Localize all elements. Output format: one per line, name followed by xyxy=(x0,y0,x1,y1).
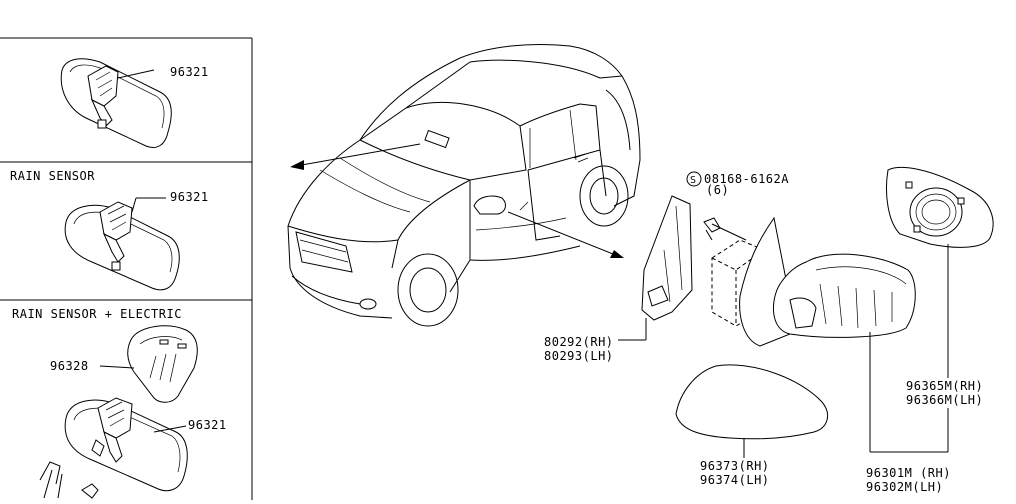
mirror-glass xyxy=(886,167,994,378)
mirror-housing xyxy=(739,216,949,453)
top-mirror-part-number: 96321 xyxy=(170,65,209,79)
rain-sensor-title: RAIN SENSOR xyxy=(10,169,95,183)
screw-symbol: S xyxy=(690,175,697,186)
mirror-finisher xyxy=(618,195,693,341)
inside-mirror-rain-sensor xyxy=(64,197,180,291)
glass-lh-part-number: 96366M(LH) xyxy=(906,393,983,407)
screw-quantity: (6) xyxy=(706,183,729,197)
finisher-lh-part-number: 80293(LH) xyxy=(544,349,614,363)
mirror-cover-96328 xyxy=(99,325,198,403)
mirror-cover xyxy=(675,364,829,458)
electric-mirror-part-number: 96321 xyxy=(188,418,227,432)
inside-mirror-basic xyxy=(60,58,172,148)
cover-lh-part-number: 96374(LH) xyxy=(700,473,770,487)
assembly-rh-part-number: 96301M (RH) xyxy=(866,466,951,480)
glass-rh-part-number: 96365M(RH) xyxy=(906,379,983,393)
rain-sensor-part-number: 96321 xyxy=(170,190,209,204)
mounting-screw xyxy=(686,171,747,241)
vehicle-illustration xyxy=(287,44,641,327)
screw-part-number: 08168-6162A xyxy=(704,172,789,186)
inset-panels xyxy=(0,37,253,500)
assembly-lh-part-number: 96302M(LH) xyxy=(866,480,943,494)
finisher-rh-part-number: 80292(RH) xyxy=(544,335,614,349)
cover-rh-part-number: 96373(RH) xyxy=(700,459,770,473)
inside-mirror-electric xyxy=(39,397,188,499)
rain-sensor-electric-title: RAIN SENSOR + ELECTRIC xyxy=(12,307,182,321)
cover-part-number: 96328 xyxy=(50,359,89,373)
